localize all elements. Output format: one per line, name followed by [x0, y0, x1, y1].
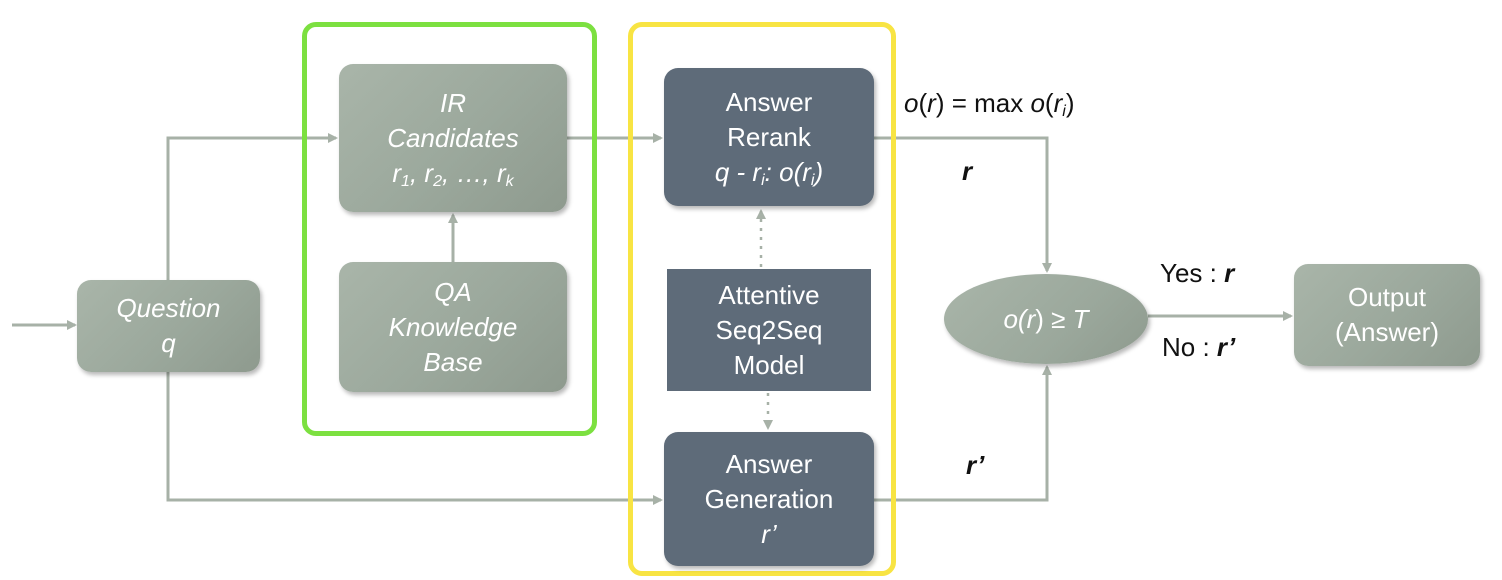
question-to-generation-arrow — [166, 372, 663, 505]
candidate-list: r1, r2, …, rk — [392, 157, 514, 190]
question-symbol: q — [161, 328, 176, 358]
ir-label: IR — [440, 87, 466, 118]
answer-rerank-node: Answer Rerank q - ri: o(ri) — [664, 68, 874, 206]
attentive-seq2seq-model-node: Attentive Seq2Seq Model — [667, 269, 871, 391]
question-node: Question q — [77, 280, 260, 372]
generation-symbol: r’ — [761, 518, 777, 549]
output-node: Output (Answer) — [1294, 264, 1480, 366]
model-line-2: Seq2Seq — [715, 314, 823, 345]
model-line-1: Attentive — [718, 279, 820, 310]
ir-candidates-node: IR Candidates r1, r2, …, rk — [339, 64, 567, 212]
answer-generation-node: Answer Generation r’ — [664, 432, 874, 566]
candidates-label: Candidates — [387, 122, 519, 153]
rerank-to-decision-arrow — [874, 136, 1052, 273]
generation-to-decision-arrow — [874, 365, 1052, 502]
retrieval-group-frame — [302, 22, 597, 436]
no-branch-label: No : r’ — [1162, 332, 1236, 362]
rerank-line-1: Answer — [725, 86, 813, 117]
rerank-output-label: r — [962, 156, 973, 186]
output-line-2: (Answer) — [1334, 317, 1439, 347]
generation-output-label: r’ — [966, 450, 985, 480]
kb-line-1: QA — [434, 276, 472, 307]
neural-group-frame — [628, 22, 896, 576]
question-to-ir-arrow — [166, 133, 338, 280]
output-line-1: Output — [1347, 282, 1427, 312]
rerank-line-2: Rerank — [727, 121, 811, 152]
rerank-formula: q - ri: o(ri) — [714, 156, 824, 189]
model-line-3: Model — [733, 349, 805, 380]
kb-line-2: Knowledge — [388, 311, 518, 342]
threshold-decision-node: o(r) ≥ T — [944, 274, 1148, 364]
generation-line-1: Answer — [725, 448, 813, 479]
max-score-formula: o(r) = max o(ri) — [904, 88, 1075, 121]
qa-knowledge-base-node: QA Knowledge Base — [339, 262, 567, 392]
kb-line-3: Base — [423, 346, 483, 377]
threshold-condition: o(r) ≥ T — [1003, 303, 1089, 334]
generation-line-2: Generation — [704, 483, 834, 514]
question-label: Question — [116, 293, 221, 323]
yes-branch-label: Yes : r — [1160, 258, 1235, 288]
